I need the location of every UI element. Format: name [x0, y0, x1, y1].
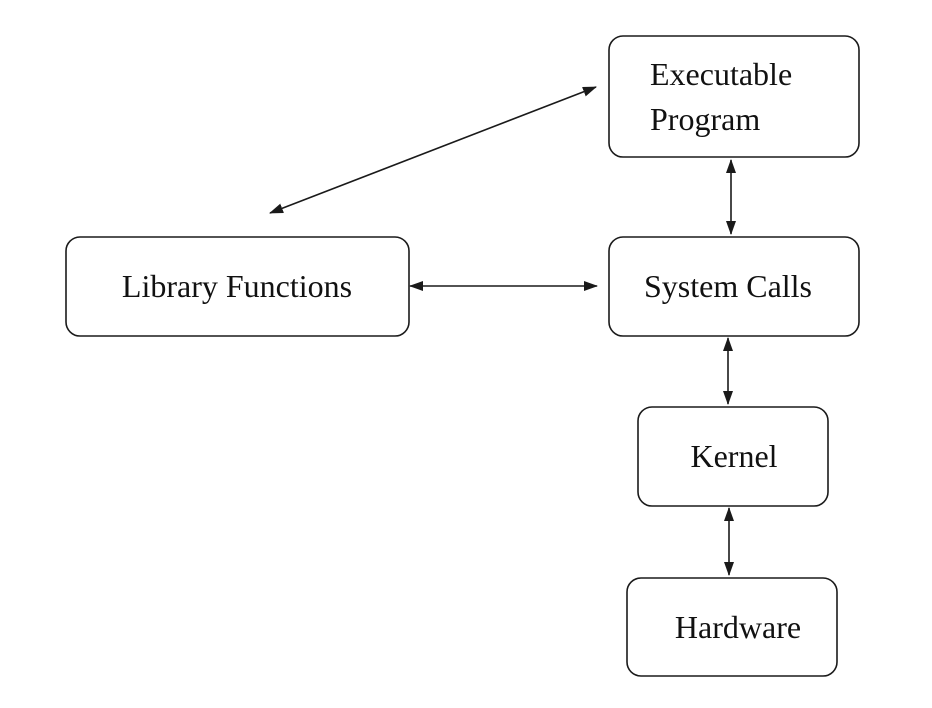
node-system-calls: System Calls: [608, 236, 860, 337]
node-hardware: Hardware: [626, 577, 838, 677]
node-hardware-box: [626, 577, 838, 677]
node-library-label: Library Functions: [122, 268, 352, 304]
node-syscalls-box: [608, 236, 860, 337]
node-syscalls-label: System Calls: [644, 268, 812, 304]
node-kernel-box: [637, 406, 829, 507]
node-kernel-label: Kernel: [690, 438, 777, 474]
node-library-functions: Library Functions: [65, 236, 410, 337]
node-executable-label-line1: Executable: [650, 56, 792, 92]
node-executable-box: [608, 35, 860, 158]
node-library-box: [65, 236, 410, 337]
node-executable-program: Executable Program: [608, 35, 860, 158]
node-executable-label-line2: Program: [650, 101, 760, 137]
node-kernel: Kernel: [637, 406, 829, 507]
node-hardware-label: Hardware: [675, 609, 801, 645]
edge-library-executable: [269, 86, 597, 214]
